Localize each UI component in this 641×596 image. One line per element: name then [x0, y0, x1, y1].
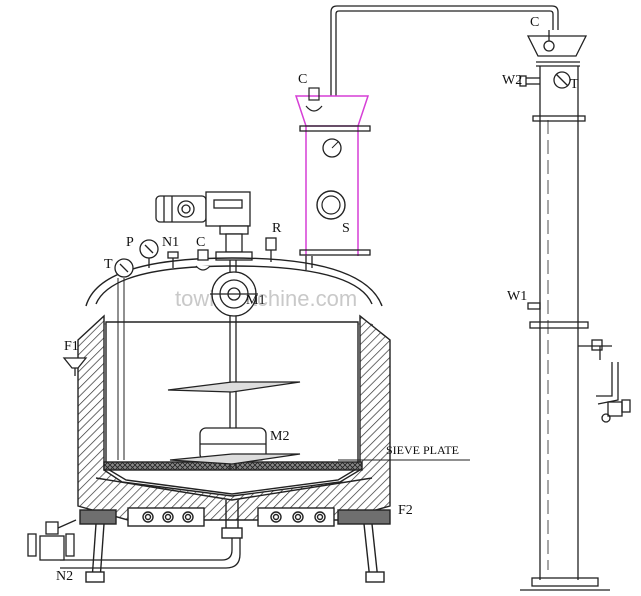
label-w1: W1 — [507, 289, 527, 304]
agitator — [167, 260, 301, 470]
label-n2: N2 — [56, 569, 73, 584]
diagram-labels: C C W2 T S R C N1 P T M1 W1 F1 M2 SIEVE … — [56, 15, 579, 584]
main-tank — [77, 257, 470, 583]
watermark-text: towinmachine.com — [175, 286, 357, 311]
heater-ports — [127, 507, 335, 527]
label-t-tank: T — [104, 257, 113, 272]
label-f2: F2 — [398, 503, 413, 518]
n2-outlet — [27, 519, 241, 569]
vapor-column — [294, 87, 371, 270]
label-t-condenser: T — [570, 77, 579, 92]
vapor-pipe — [330, 5, 559, 96]
agitator-motor — [155, 191, 253, 261]
label-m1: M1 — [246, 293, 265, 308]
label-f1: F1 — [64, 339, 79, 354]
label-s: S — [342, 221, 350, 236]
label-m2: M2 — [270, 429, 289, 444]
condenser-column — [519, 30, 631, 591]
label-c-column: C — [298, 72, 307, 87]
label-p: P — [126, 235, 134, 250]
f1-funnel — [62, 357, 88, 376]
label-c-tank: C — [196, 235, 205, 250]
label-sieve-plate: SIEVE PLATE — [386, 443, 459, 457]
top-gauges — [114, 237, 277, 460]
label-w2: W2 — [502, 73, 522, 88]
label-c-condenser: C — [530, 15, 539, 30]
label-r: R — [272, 221, 282, 236]
label-n1: N1 — [162, 235, 179, 250]
